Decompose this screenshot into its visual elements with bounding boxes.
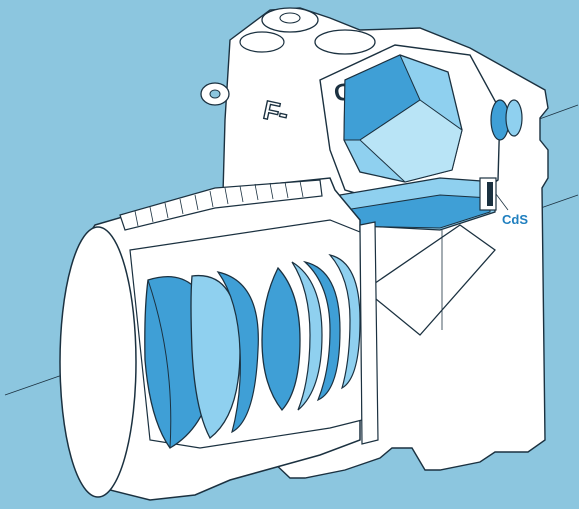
reflex-mirror — [363, 224, 496, 336]
lens-mount — [359, 221, 379, 445]
rewind-knob — [239, 31, 285, 53]
shutter-dial-center — [279, 12, 301, 24]
strap-lug-hole — [209, 89, 221, 99]
rear-element-3 — [302, 260, 341, 402]
rear-element-1 — [261, 266, 301, 412]
eyepiece-lens-2 — [505, 99, 523, 137]
lens-front-rim — [59, 226, 137, 498]
cds-cell-element — [487, 182, 493, 206]
pentaprism-face-light — [359, 99, 463, 183]
front-element-3 — [216, 271, 259, 434]
rear-element-4 — [328, 253, 361, 390]
cds-callout-line — [495, 193, 509, 211]
rear-element-2 — [291, 261, 323, 411]
cds-label: CdS — [502, 212, 528, 227]
front-element-1-edge — [147, 279, 172, 449]
speed-dial — [314, 29, 376, 55]
focus-ring-ridges — [134, 180, 304, 227]
